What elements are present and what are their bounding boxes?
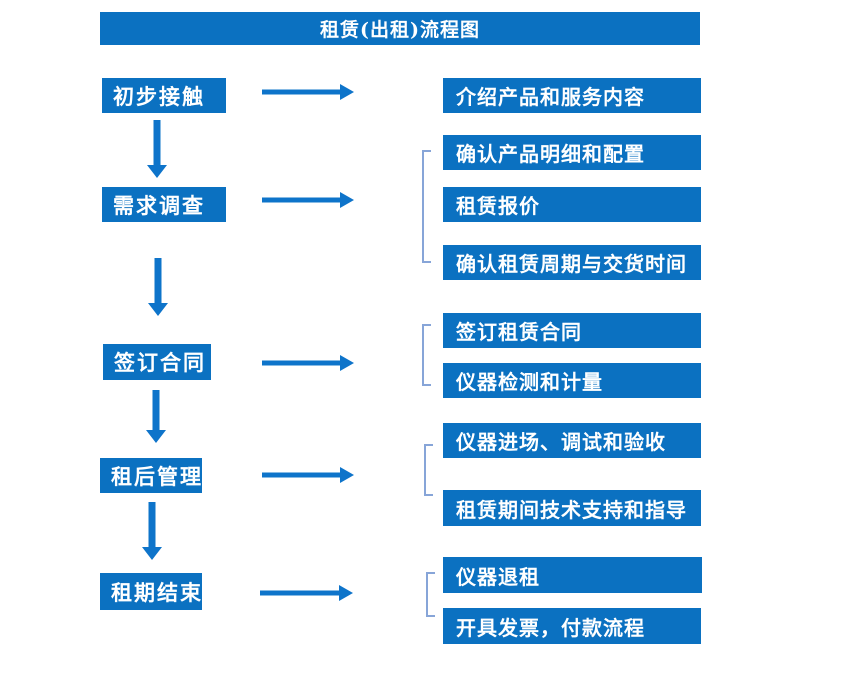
group-bracket — [424, 444, 433, 496]
group-bracket — [422, 150, 431, 263]
arrow-down-icon — [147, 120, 167, 178]
arrow-right-icon — [262, 192, 354, 208]
detail-box-confirm-product-details: 确认产品明细和配置 — [443, 135, 701, 170]
arrow-right-icon — [260, 585, 353, 601]
detail-box-instrument-testing: 仪器检测和计量 — [443, 363, 701, 398]
detail-box-invoice-payment: 开具发票，付款流程 — [443, 608, 701, 644]
stage-box-post-rental-management: 租后管理 — [100, 458, 202, 493]
stage-box-sign-contract: 签订合同 — [103, 344, 211, 380]
group-bracket — [422, 324, 431, 386]
detail-box-instrument-return: 仪器退租 — [443, 557, 702, 593]
stage-box-initial-contact: 初步接触 — [102, 78, 226, 113]
arrow-down-icon — [148, 258, 168, 316]
detail-box-sign-rental-contract: 签订租赁合同 — [443, 313, 701, 348]
detail-box-confirm-rental-period: 确认租赁周期与交货时间 — [443, 245, 701, 280]
detail-box-instrument-setup: 仪器进场、调试和验收 — [443, 423, 701, 458]
arrow-right-icon — [262, 84, 354, 100]
detail-box-rental-quotation: 租赁报价 — [443, 187, 701, 222]
arrow-right-icon — [262, 355, 354, 371]
flowchart-title: 租赁(出租)流程图 — [100, 12, 700, 45]
stage-box-lease-end: 租期结束 — [100, 573, 202, 610]
group-bracket — [426, 572, 435, 617]
arrow-right-icon — [262, 467, 354, 483]
stage-box-demand-survey: 需求调查 — [102, 187, 226, 222]
arrow-down-icon — [146, 390, 166, 443]
detail-box-introduce-products: 介绍产品和服务内容 — [443, 78, 701, 113]
detail-box-technical-support: 租赁期间技术支持和指导 — [443, 490, 701, 526]
arrow-down-icon — [142, 502, 162, 560]
